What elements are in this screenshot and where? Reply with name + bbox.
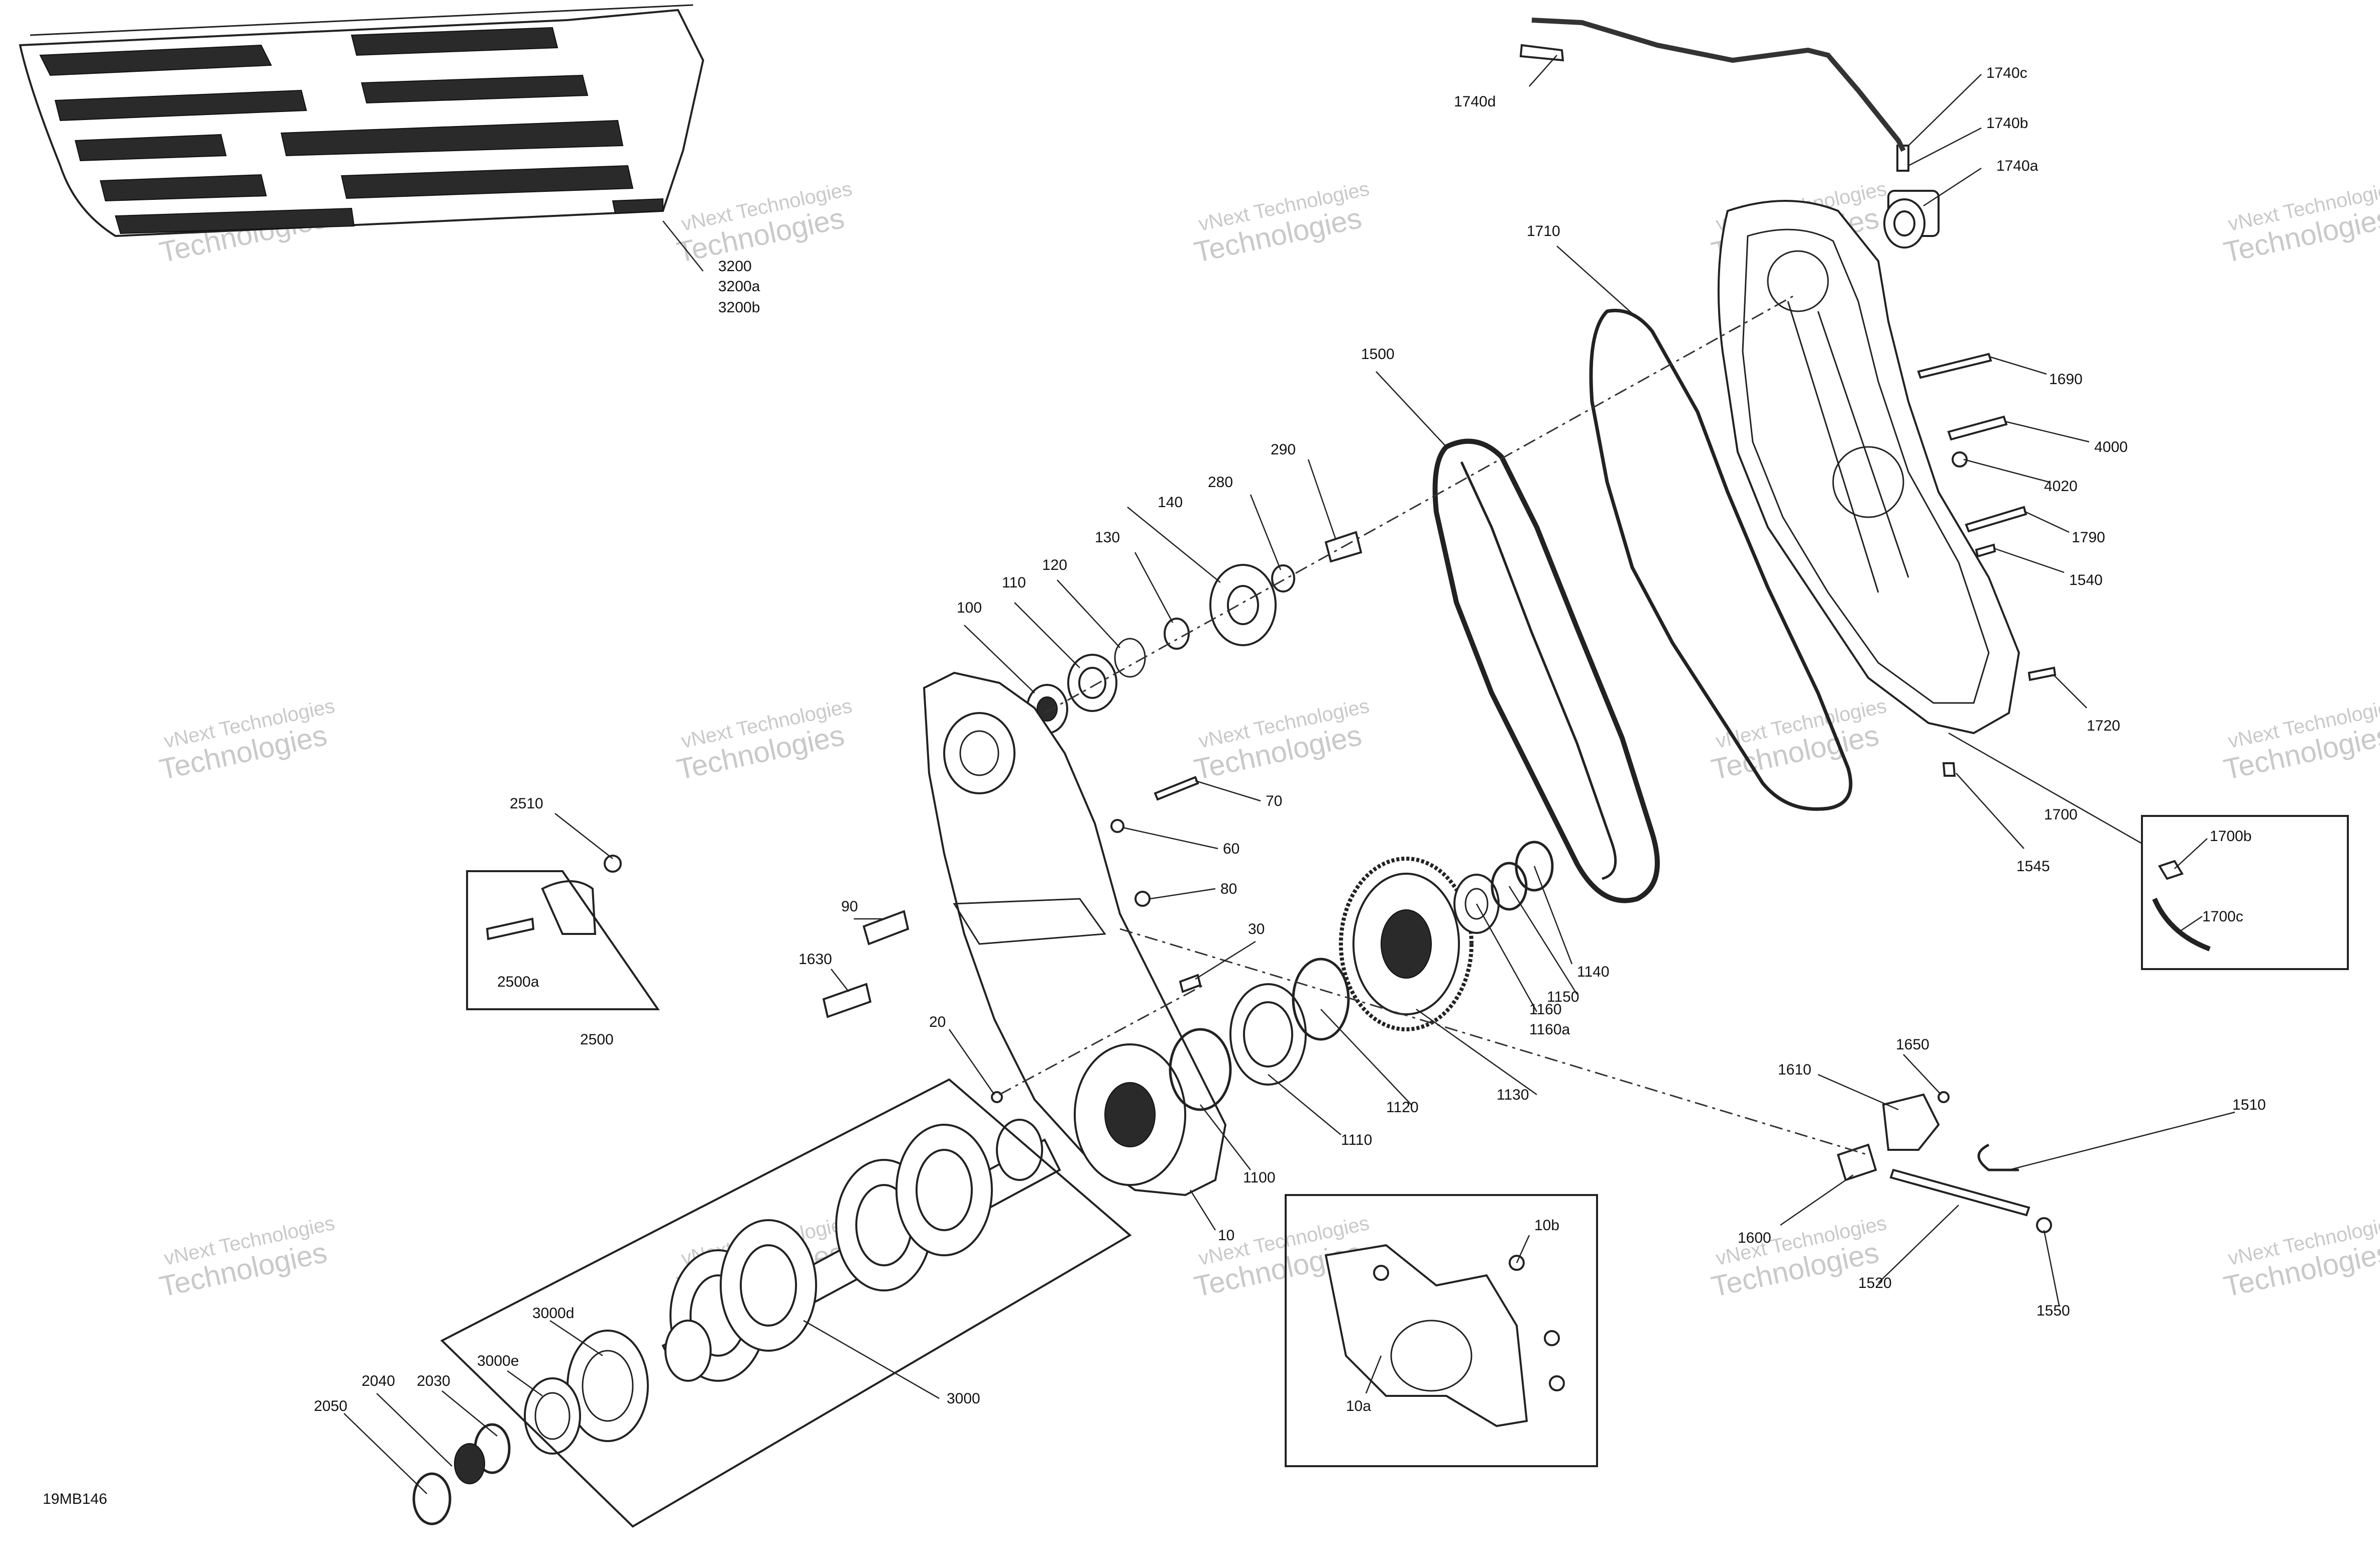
callout-3000e: 3000e (477, 1353, 519, 1369)
oil-cap-1740a (1883, 145, 1925, 249)
diagram-code: 19MB146 (43, 1491, 107, 1507)
callout-4020: 4020 (2044, 478, 2078, 495)
callout-1650: 1650 (1896, 1036, 1930, 1053)
callout-1150: 1150 (1547, 989, 1579, 1005)
callout-90: 90 (841, 898, 858, 915)
callout-130: 130 (1095, 529, 1120, 546)
callout-20: 20 (929, 1014, 946, 1030)
callout-1510: 1510 (2232, 1097, 2266, 1113)
callout-1520: 1520 (1858, 1275, 1892, 1291)
small-hardware (822, 776, 1202, 1103)
callout-2500: 2500 (580, 1031, 614, 1048)
centerline-upper (1044, 295, 1793, 714)
callout-1120: 1120 (1386, 1099, 1419, 1116)
callout-2510: 2510 (510, 795, 543, 812)
box-2500 (466, 870, 660, 1010)
callout-2050: 2050 (314, 1398, 348, 1414)
callout-1540: 1540 (2069, 572, 2103, 588)
callout-3200a: 3200a (718, 278, 760, 295)
callout-2040: 2040 (362, 1373, 395, 1389)
callout-1740b: 1740b (1986, 115, 2028, 132)
callout-1740c: 1740c (1986, 65, 2027, 81)
bolts-right (1917, 352, 2057, 777)
callout-10: 10 (1218, 1227, 1234, 1244)
callout-3000: 3000 (947, 1390, 980, 1407)
callout-2500a: 2500a (497, 974, 539, 990)
detail-1700-inset (2152, 860, 2211, 952)
callout-120: 120 (1042, 557, 1067, 573)
callout-10a: 10a (1346, 1398, 1371, 1414)
callout-290: 290 (1271, 441, 1296, 458)
callout-3200b: 3200b (718, 299, 760, 316)
detail-2500-inset (486, 855, 622, 940)
callout-1700: 1700 (2044, 806, 2078, 823)
chain-1710 (1589, 308, 1853, 811)
drive-axle-3000 (412, 1119, 1061, 1525)
callout-1630: 1630 (799, 951, 832, 968)
callout-1500: 1500 (1361, 346, 1395, 363)
callout-80: 80 (1220, 881, 1237, 897)
callout-1700c: 1700c (2202, 908, 2243, 925)
callout-1160: 1160 (1529, 1001, 1562, 1018)
callout-4000: 4000 (2094, 439, 2128, 455)
callout-labels: 3200 3200a 3200b 1740d 1740c 1740b 1740a… (43, 65, 2266, 1507)
callout-3200: 3200 (718, 258, 752, 275)
tensioner-assembly (1837, 1091, 2052, 1233)
callout-30: 30 (1248, 921, 1265, 937)
callout-1740d: 1740d (1454, 93, 1496, 110)
callout-100: 100 (957, 600, 982, 616)
callout-1550: 1550 (2036, 1302, 2070, 1319)
callout-60: 60 (1223, 841, 1239, 857)
callout-1160a: 1160a (1529, 1021, 1570, 1038)
box-3000 (440, 1078, 1132, 1528)
callout-1690: 1690 (2049, 371, 2083, 388)
callout-10b: 10b (1534, 1217, 1559, 1234)
vent-fitting-1740d (1519, 44, 1564, 62)
callout-1700b: 1700b (2210, 828, 2251, 845)
upper-shaft-parts (1026, 531, 1363, 734)
callout-1100: 1100 (1243, 1169, 1276, 1186)
centerline-axle (999, 983, 1206, 1096)
callout-1720: 1720 (2087, 718, 2120, 734)
track-3200 (19, 4, 705, 238)
lower-shaft-gears (1169, 841, 1554, 1111)
callout-1600: 1600 (1738, 1230, 1771, 1246)
leader-lines (344, 55, 2235, 1494)
box-10 (1285, 1194, 1598, 1467)
callout-70: 70 (1266, 793, 1282, 809)
callout-1790: 1790 (2072, 529, 2105, 546)
callout-1130: 1130 (1497, 1087, 1529, 1103)
callout-1610: 1610 (1778, 1061, 1811, 1078)
gasket-10a (1324, 1244, 1565, 1428)
box-1700 (2141, 815, 2349, 970)
callout-1140: 1140 (1577, 964, 1610, 980)
chaincase-housing-10 (923, 671, 1227, 1197)
callout-1110: 1110 (1341, 1132, 1372, 1148)
callout-110: 110 (1002, 574, 1026, 591)
callout-1545: 1545 (2016, 858, 2050, 875)
callout-280: 280 (1208, 474, 1233, 491)
vent-hose-1740c (1531, 18, 1906, 152)
callout-140: 140 (1158, 494, 1183, 511)
callout-1740a: 1740a (1996, 158, 2038, 174)
callout-1710: 1710 (1527, 223, 1560, 240)
callout-2030: 2030 (417, 1373, 450, 1389)
callout-3000d: 3000d (532, 1305, 574, 1322)
